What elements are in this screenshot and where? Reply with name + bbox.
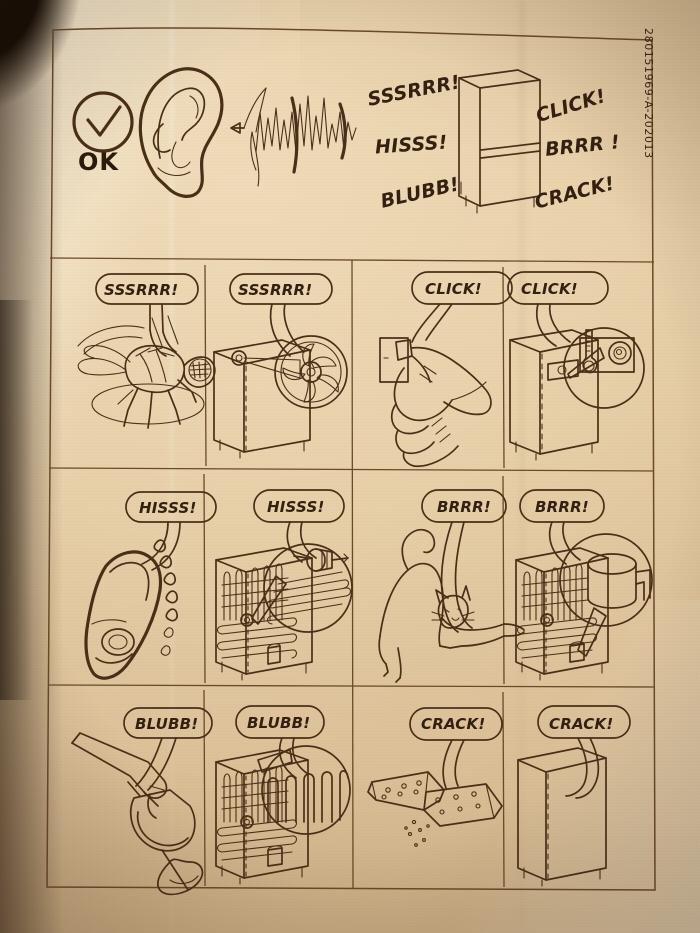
speech-bubble-r1c3 [411,271,513,343]
document-code: 280151969-A-202013 [642,28,655,159]
refrigerator-fan-icon [213,335,348,459]
bubble-label-r3c1: BLUBB! [135,715,199,733]
fly-icon [77,315,216,429]
refrigerant-pipes-icon [215,745,351,885]
cracker-crumbs [404,819,430,847]
page-frame [46,27,656,891]
bubble-label-r3c2: BLUBB! [247,714,311,732]
evaporator-coil-lines-3 [221,765,289,823]
speech-bubble-r1c2 [229,273,333,357]
steam-drops [153,539,178,656]
speech-bubble-r3c1 [123,707,213,791]
pair-divider-r2c1 [203,473,206,684]
speech-bubble-r3c2 [235,705,325,779]
condenser-coil-lines-3 [216,819,298,861]
pair-divider-r3c1 [203,689,206,887]
bubble-label-r1c1: SSSRRR! [104,281,179,299]
photo-corner-shadow [0,0,80,110]
evaporator-coil-lines-2 [521,563,589,621]
magnified-valve [293,548,349,572]
cat-icon [378,528,525,683]
magnified-pipes [267,770,349,823]
row-divider-2 [47,684,656,688]
sound-waveform-icon [230,87,357,187]
bubble-label-r1c2: SSSRRR! [238,281,313,299]
pair-divider-r2c2 [502,475,505,685]
bubble-label-r1c3: CLICK! [425,280,482,298]
compressor-icon [515,533,653,681]
speech-bubble-r3c3 [409,707,503,789]
bubble-label-r3c4: CRACK! [549,715,614,733]
thermostat-icon [509,327,645,461]
bubble-label-r2c1: HISSS! [139,499,197,517]
photo-edge-shadow [0,300,40,700]
cracker-icon [367,771,503,847]
refrigerator-cabinet-icon [517,747,607,887]
speech-bubble-r1c4 [507,271,609,347]
bubble-label-r3c3: CRACK! [421,715,486,733]
speech-bubble-r2c3 [421,489,507,633]
cooling-coils-icon [215,543,353,681]
pair-divider-r1c2 [502,266,505,469]
speech-bubble-r1c1 [95,273,199,357]
speech-bubble-r2c2 [253,489,345,563]
cracker-dots [381,780,481,815]
pair-divider-r3c2 [502,691,505,888]
bubble-label-r1c4: CLICK! [521,280,578,298]
checkmark-circle-icon [72,91,134,153]
bubble-label-r2c2: HISSS! [267,498,325,516]
magnified-coil [266,571,352,625]
group-divider [351,259,354,889]
speech-bubble-r2c1 [125,491,217,571]
bubble-label-r2c3: BRRR! [437,498,491,516]
condenser-coil-lines-2 [516,617,598,659]
row-divider-1 [48,467,655,472]
speech-bubble-r2c4 [519,489,605,565]
refrigerator-icon [458,69,541,214]
speech-bubble-r3c4 [537,705,631,799]
ok-label: OK [78,148,119,176]
steam-iron-icon [84,539,178,680]
bubble-label-r2c4: BRRR! [535,498,589,516]
hand-switch-icon [379,337,492,468]
ear-icon [138,67,224,198]
magnified-compressor [587,553,651,609]
wine-pour-icon [71,732,204,896]
